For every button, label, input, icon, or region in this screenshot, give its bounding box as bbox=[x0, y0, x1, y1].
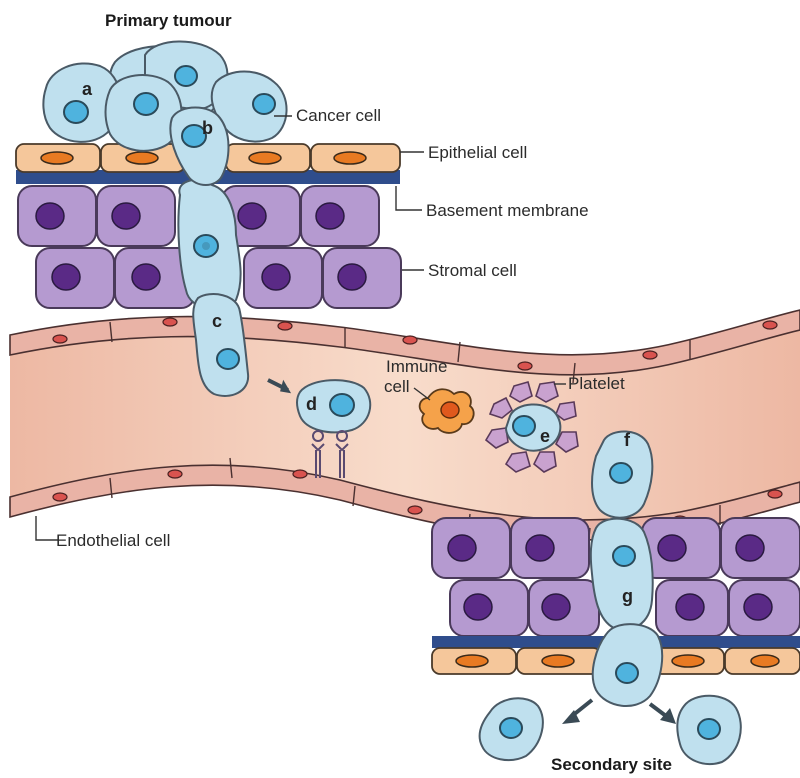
label-endothelial-cell: Endothelial cell bbox=[56, 531, 170, 550]
label-immune-cell-line1: Immune bbox=[386, 357, 447, 376]
step-a: a bbox=[82, 79, 93, 99]
label-cancer-cell: Cancer cell bbox=[296, 106, 381, 125]
step-d: d bbox=[306, 394, 317, 414]
step-e: e bbox=[540, 426, 550, 446]
label-epithelial-cell: Epithelial cell bbox=[428, 143, 527, 162]
label-immune-cell-line2: cell bbox=[384, 377, 410, 396]
label-stromal-cell: Stromal cell bbox=[428, 261, 517, 280]
label-basement-membrane: Basement membrane bbox=[426, 201, 589, 220]
label-platelet: Platelet bbox=[568, 374, 625, 393]
step-f: f bbox=[624, 430, 631, 450]
primary-tumour-title: Primary tumour bbox=[105, 11, 232, 30]
step-b: b bbox=[202, 118, 213, 138]
invading-secondary-cell bbox=[591, 519, 653, 630]
step-c: c bbox=[212, 311, 222, 331]
secondary-site-title: Secondary site bbox=[551, 755, 672, 774]
blood-vessel bbox=[10, 310, 800, 548]
step-g: g bbox=[622, 586, 633, 606]
